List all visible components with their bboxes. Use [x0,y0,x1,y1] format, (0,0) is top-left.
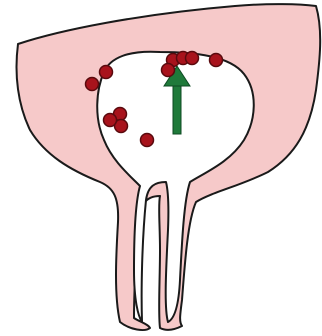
red-dot-icon [186,52,199,65]
red-dot-icon [100,66,113,79]
red-dot-icon [162,64,175,77]
red-dot-icon [210,54,223,67]
red-dot-icon [141,134,154,147]
red-dot-icon [86,78,99,91]
red-dot-icon [104,114,117,127]
arrow-shaft [173,82,181,134]
